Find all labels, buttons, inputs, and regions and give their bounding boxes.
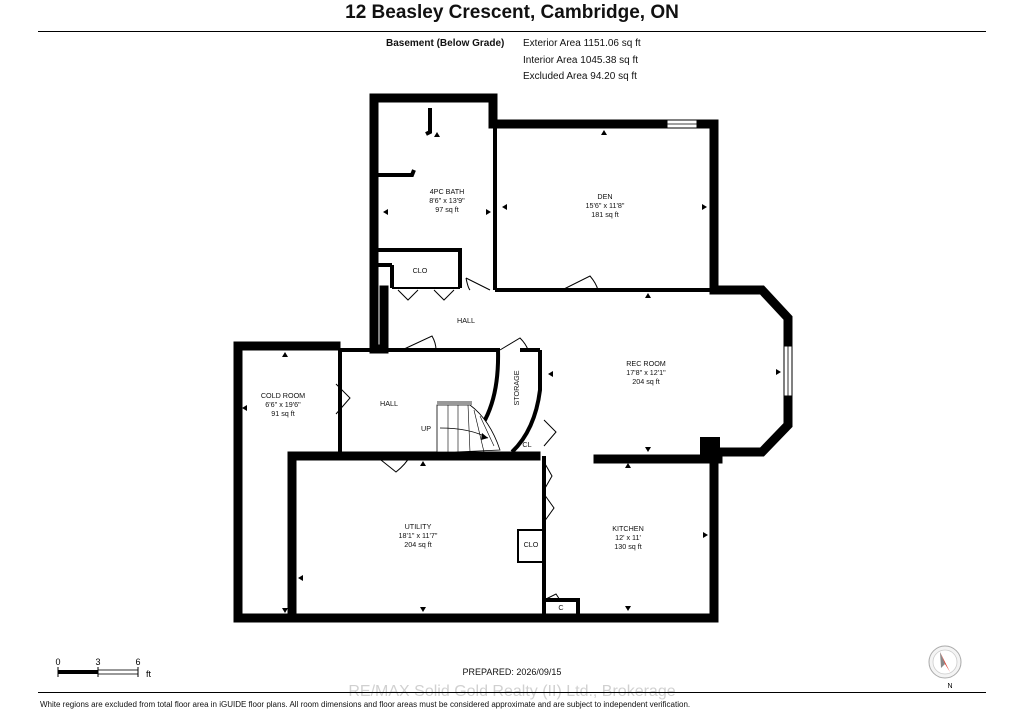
label-clo-utility: CLO <box>524 540 539 549</box>
header-rule <box>38 31 986 32</box>
room-cold-name: COLD ROOM <box>261 391 305 400</box>
room-den-area: 181 sq ft <box>591 210 619 219</box>
pillar <box>700 437 720 459</box>
scale-tick-0: 0 <box>55 657 60 667</box>
wall-bath-outer <box>369 93 498 354</box>
room-utility-name: UTILITY <box>405 522 432 531</box>
footer-disclaimer: White regions are excluded from total fl… <box>40 700 691 709</box>
interior-area: Interior Area 1045.38 sq ft <box>523 55 639 66</box>
door-util-kitchen-1 <box>543 461 553 491</box>
wall-bath-bottom <box>378 248 462 288</box>
door-clo-2 <box>433 289 455 301</box>
label-up: UP <box>421 424 431 433</box>
room-den: DEN 15'6" x 11'8" 181 sq ft <box>586 192 625 219</box>
bath-partition-top <box>425 108 432 136</box>
room-den-dims: 15'6" x 11'8" <box>586 201 625 210</box>
room-kitchen-dims: 12' x 11' <box>615 533 641 542</box>
door-util-kitchen-2 <box>543 493 555 523</box>
wall-bottom <box>287 447 719 623</box>
room-cold: COLD ROOM 6'6" x 19'6" 91 sq ft <box>261 391 305 418</box>
label-hall-lower: HALL <box>380 399 398 408</box>
exterior-area: Exterior Area 1151.06 sq ft <box>523 38 641 49</box>
wall-utility-top <box>287 451 541 623</box>
room-cold-area: 91 sq ft <box>271 409 295 418</box>
compass-needle <box>940 652 950 672</box>
room-rec: REC ROOM 17'8" x 12'1" 204 sq ft <box>626 359 666 386</box>
room-kitchen-area: 130 sq ft <box>614 542 642 551</box>
door-cold <box>335 383 351 415</box>
wall-utility-clo <box>517 529 545 563</box>
door-c <box>543 593 561 601</box>
wall-cold-outer <box>233 341 341 623</box>
door-clo-1 <box>397 289 419 301</box>
wall-small-c <box>544 598 580 618</box>
brokerage-watermark: RE/MAX Solid Gold Realty (II) Ltd., Brok… <box>348 683 676 700</box>
doors <box>335 275 599 601</box>
dimension-arrows <box>242 130 781 613</box>
room-bath-name: 4PC BATH <box>430 187 465 196</box>
door-storage <box>499 337 529 351</box>
room-utility-dims: 18'1" x 11'7" <box>399 531 438 540</box>
room-kitchen: KITCHEN 12' x 11' 130 sq ft <box>612 524 644 551</box>
door-utility <box>375 455 411 473</box>
label-c-small: C <box>558 603 563 612</box>
scale-bar: 0 3 6 ft <box>55 657 151 679</box>
staircase <box>436 401 501 453</box>
door-den <box>561 275 599 291</box>
interior-walls <box>338 108 714 618</box>
room-rec-name: REC ROOM <box>626 359 666 368</box>
walls <box>233 93 793 623</box>
room-utility: UTILITY 18'1" x 11'7" 204 sq ft <box>399 522 438 549</box>
label-storage: STORAGE <box>512 370 521 405</box>
scale-bar-black <box>58 670 98 674</box>
wall-storage-curve <box>510 350 542 454</box>
room-bath-dims: 8'6" x 13'9" <box>429 196 465 205</box>
footer-rule <box>38 692 986 693</box>
door-cl <box>543 419 557 447</box>
wall-den-outer <box>488 119 719 295</box>
room-cold-dims: 6'6" x 19'6" <box>265 400 301 409</box>
prepared-date: PREPARED: 2026/09/15 <box>462 667 562 677</box>
scale-tick-3: 3 <box>95 657 100 667</box>
room-rec-area: 204 sq ft <box>632 377 660 386</box>
bath-partition-mid <box>378 169 416 177</box>
label-cl: CL <box>522 440 531 449</box>
scale-unit: ft <box>146 669 152 679</box>
compass-icon: N <box>928 645 962 690</box>
room-kitchen-name: KITCHEN <box>612 524 644 533</box>
level-label: Basement (Below Grade) <box>386 38 505 49</box>
room-rec-dims: 17'8" x 12'1" <box>626 368 666 377</box>
room-bath-area: 97 sq ft <box>435 205 459 214</box>
room-bath: 4PC BATH 8'6" x 13'9" 97 sq ft <box>429 187 465 214</box>
page-title: 12 Beasley Crescent, Cambridge, ON <box>345 2 679 23</box>
excluded-area: Excluded Area 94.20 sq ft <box>523 71 637 82</box>
label-hall-upper: HALL <box>457 316 475 325</box>
room-utility-area: 204 sq ft <box>404 540 432 549</box>
door-hall <box>401 335 437 351</box>
door-bath <box>465 277 491 291</box>
compass-north-label: N <box>947 683 952 690</box>
label-clo-top: CLO <box>413 266 428 275</box>
room-den-name: DEN <box>597 192 612 201</box>
scale-tick-6: 6 <box>135 657 140 667</box>
